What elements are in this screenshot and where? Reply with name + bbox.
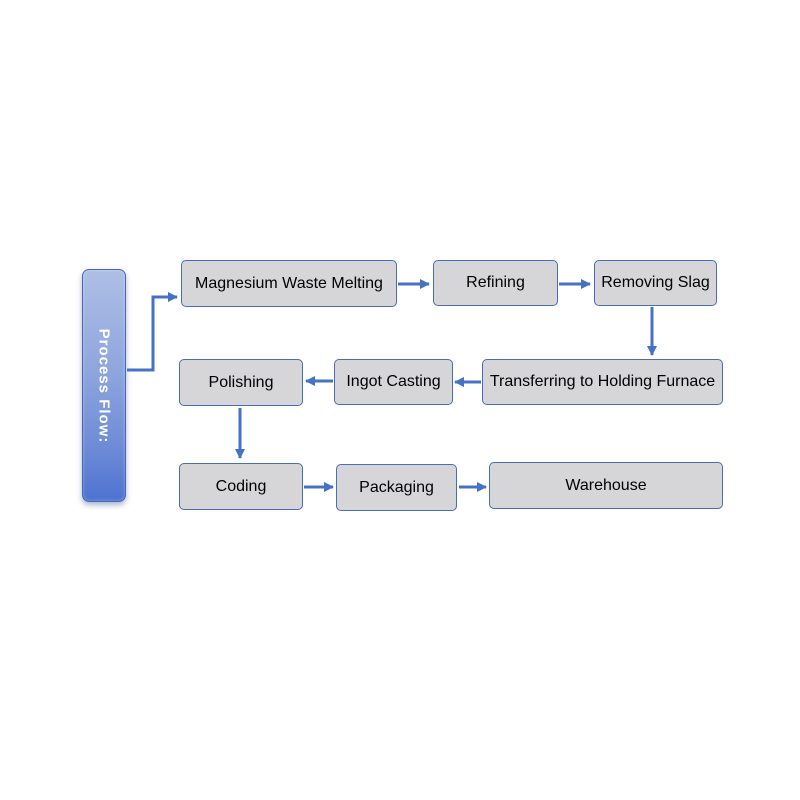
step-refining: Refining [433, 260, 558, 306]
process-flow-title-bar: Process Flow: [82, 269, 126, 502]
step-transferring-to-holding-furnace: Transferring to Holding Furnace [482, 359, 723, 405]
step-polishing: Polishing [179, 359, 303, 406]
step-warehouse: Warehouse [489, 462, 723, 509]
step-packaging: Packaging [336, 464, 457, 511]
step-ingot-casting: Ingot Casting [334, 359, 453, 405]
step-coding: Coding [179, 463, 303, 510]
step-magnesium-waste-melting: Magnesium Waste Melting [181, 260, 397, 307]
step-removing-slag: Removing Slag [594, 260, 717, 306]
arrow-title-to-melting [127, 292, 178, 372]
